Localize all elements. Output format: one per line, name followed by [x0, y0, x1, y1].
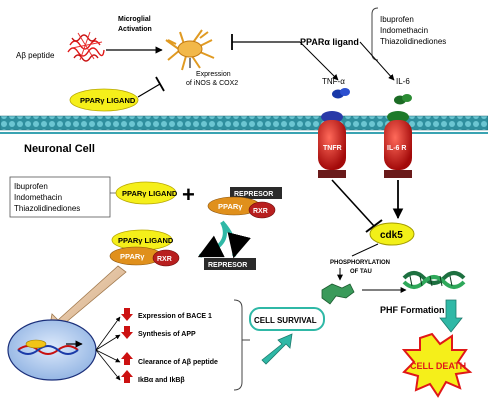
cdk5-to-phosphorylation-line [351, 243, 379, 257]
phf-formation-label: PHF Formation [380, 305, 445, 315]
cell-survival-box [249, 307, 325, 331]
paired-helical-filament-icon [402, 271, 466, 289]
abeta-peptide-label: Aβ peptide [16, 51, 55, 60]
effect-item: Expression of BACE 1 [138, 313, 212, 320]
down-arrow-icon [121, 326, 133, 339]
drug-box-left [9, 176, 111, 218]
cell-death-starburst [401, 332, 473, 398]
expression-label-2: of iNOS & COX2 [186, 80, 238, 87]
effect-item: IkBα and IkBβ [138, 377, 185, 384]
represor-bottom-label: REPRESOR [208, 262, 247, 269]
ligand-inhibits-expression-line [137, 83, 161, 98]
effect-item: Clearance of Aβ peptide [138, 359, 218, 366]
tnfr-inhibits-cdk5-line [331, 179, 375, 227]
rxr-2 [152, 249, 180, 267]
tnfr-receptor [318, 111, 346, 178]
phosphorylation-label-1: PHOSPHORYLATION [330, 260, 390, 266]
ligand-inhibits-expression-bar [155, 76, 165, 92]
neuronal-cell-label: Neuronal Cell [24, 143, 95, 155]
rxr-1-label: RXR [253, 208, 268, 215]
effect-fan [95, 316, 121, 381]
il6r-label: IL-6 R [387, 145, 406, 152]
to-il6-arrow [359, 41, 395, 81]
ppar-gamma-2-label: PPARγ [120, 252, 145, 261]
tnf-alpha-label: TNF-α [322, 77, 345, 86]
il6-cytokine-icon [394, 94, 412, 105]
cell-death-label: CELL DEATH [410, 361, 466, 371]
microglial-activation-label-1: Microglial [118, 16, 151, 23]
drug-box-top: Ibuprofen Indomethacin Thiazolidinedione… [380, 15, 446, 46]
microglia-cell-icon [165, 29, 215, 71]
tnf-cytokine-icon [332, 88, 350, 99]
effect-item: Synthesis of APP [138, 331, 196, 338]
neuronal-membrane [0, 115, 488, 134]
rxr-2-label: RXR [157, 256, 172, 263]
up-arrow-icon [121, 352, 133, 365]
down-arrow-icon [121, 308, 133, 321]
expression-label-1: Expression [196, 71, 231, 78]
complex-ligand-label: PPARγ LIGAND [118, 236, 174, 245]
effects-bracket [233, 299, 243, 391]
drug-box-top-item: Ibuprofen [380, 15, 414, 24]
up-arrow-icon [121, 370, 133, 383]
ppar-alpha-ligand-label: PPARα ligand [300, 37, 359, 47]
cdk5-label: cdk5 [380, 230, 403, 241]
drug-box-left-item: Ibuprofen [14, 182, 48, 191]
ppar-gamma-ligand-top-label: PPARγ LIGAND [80, 96, 136, 105]
ppar-gamma-ligand-mid [115, 181, 177, 205]
drug-box-left-item: Thiazolidinediones [14, 204, 80, 213]
cdk5-node [369, 222, 415, 246]
drug-box-top-item: Thiazolidinediones [380, 37, 446, 46]
phosphorylation-label-2: OF TAU [350, 269, 372, 275]
nucleus [7, 319, 97, 381]
represor-top-box [230, 187, 282, 199]
complex-formation-arrow [197, 221, 227, 258]
tau-protein-icon [321, 283, 355, 305]
il6-label: IL-6 [396, 77, 410, 86]
tnfr-inhibits-cdk5-bar [365, 219, 383, 233]
to-tnf-arrow [299, 41, 339, 81]
plus-sign: + [182, 182, 195, 207]
represor-release-arrow [220, 220, 251, 259]
to-cell-survival-arrow [261, 333, 293, 365]
ppar-gamma-ligand-top [69, 88, 139, 112]
phf-to-death-arrow [439, 299, 463, 333]
tnfr-label: TNFR [323, 145, 342, 152]
il6r-receptor [384, 111, 412, 178]
cell-survival-label: CELL SURVIVAL [254, 316, 317, 325]
drug-box-top-bracket [371, 7, 379, 61]
represor-bottom-box [204, 258, 256, 270]
ppar-gamma-1-label: PPARγ [218, 202, 243, 211]
ppar-gamma-ligand-mid-label: PPARγ LIGAND [122, 189, 178, 198]
abeta-fibril-icon [67, 31, 105, 62]
drug-box-left-item: Indomethacin [14, 193, 62, 202]
microglial-activation-label-2: Activation [118, 26, 152, 33]
represor-top-label: REPRESOR [234, 191, 273, 198]
dna-helix-icon [17, 339, 79, 355]
rxr-1 [248, 201, 276, 219]
drug-box-top-item: Indomethacin [380, 26, 428, 35]
